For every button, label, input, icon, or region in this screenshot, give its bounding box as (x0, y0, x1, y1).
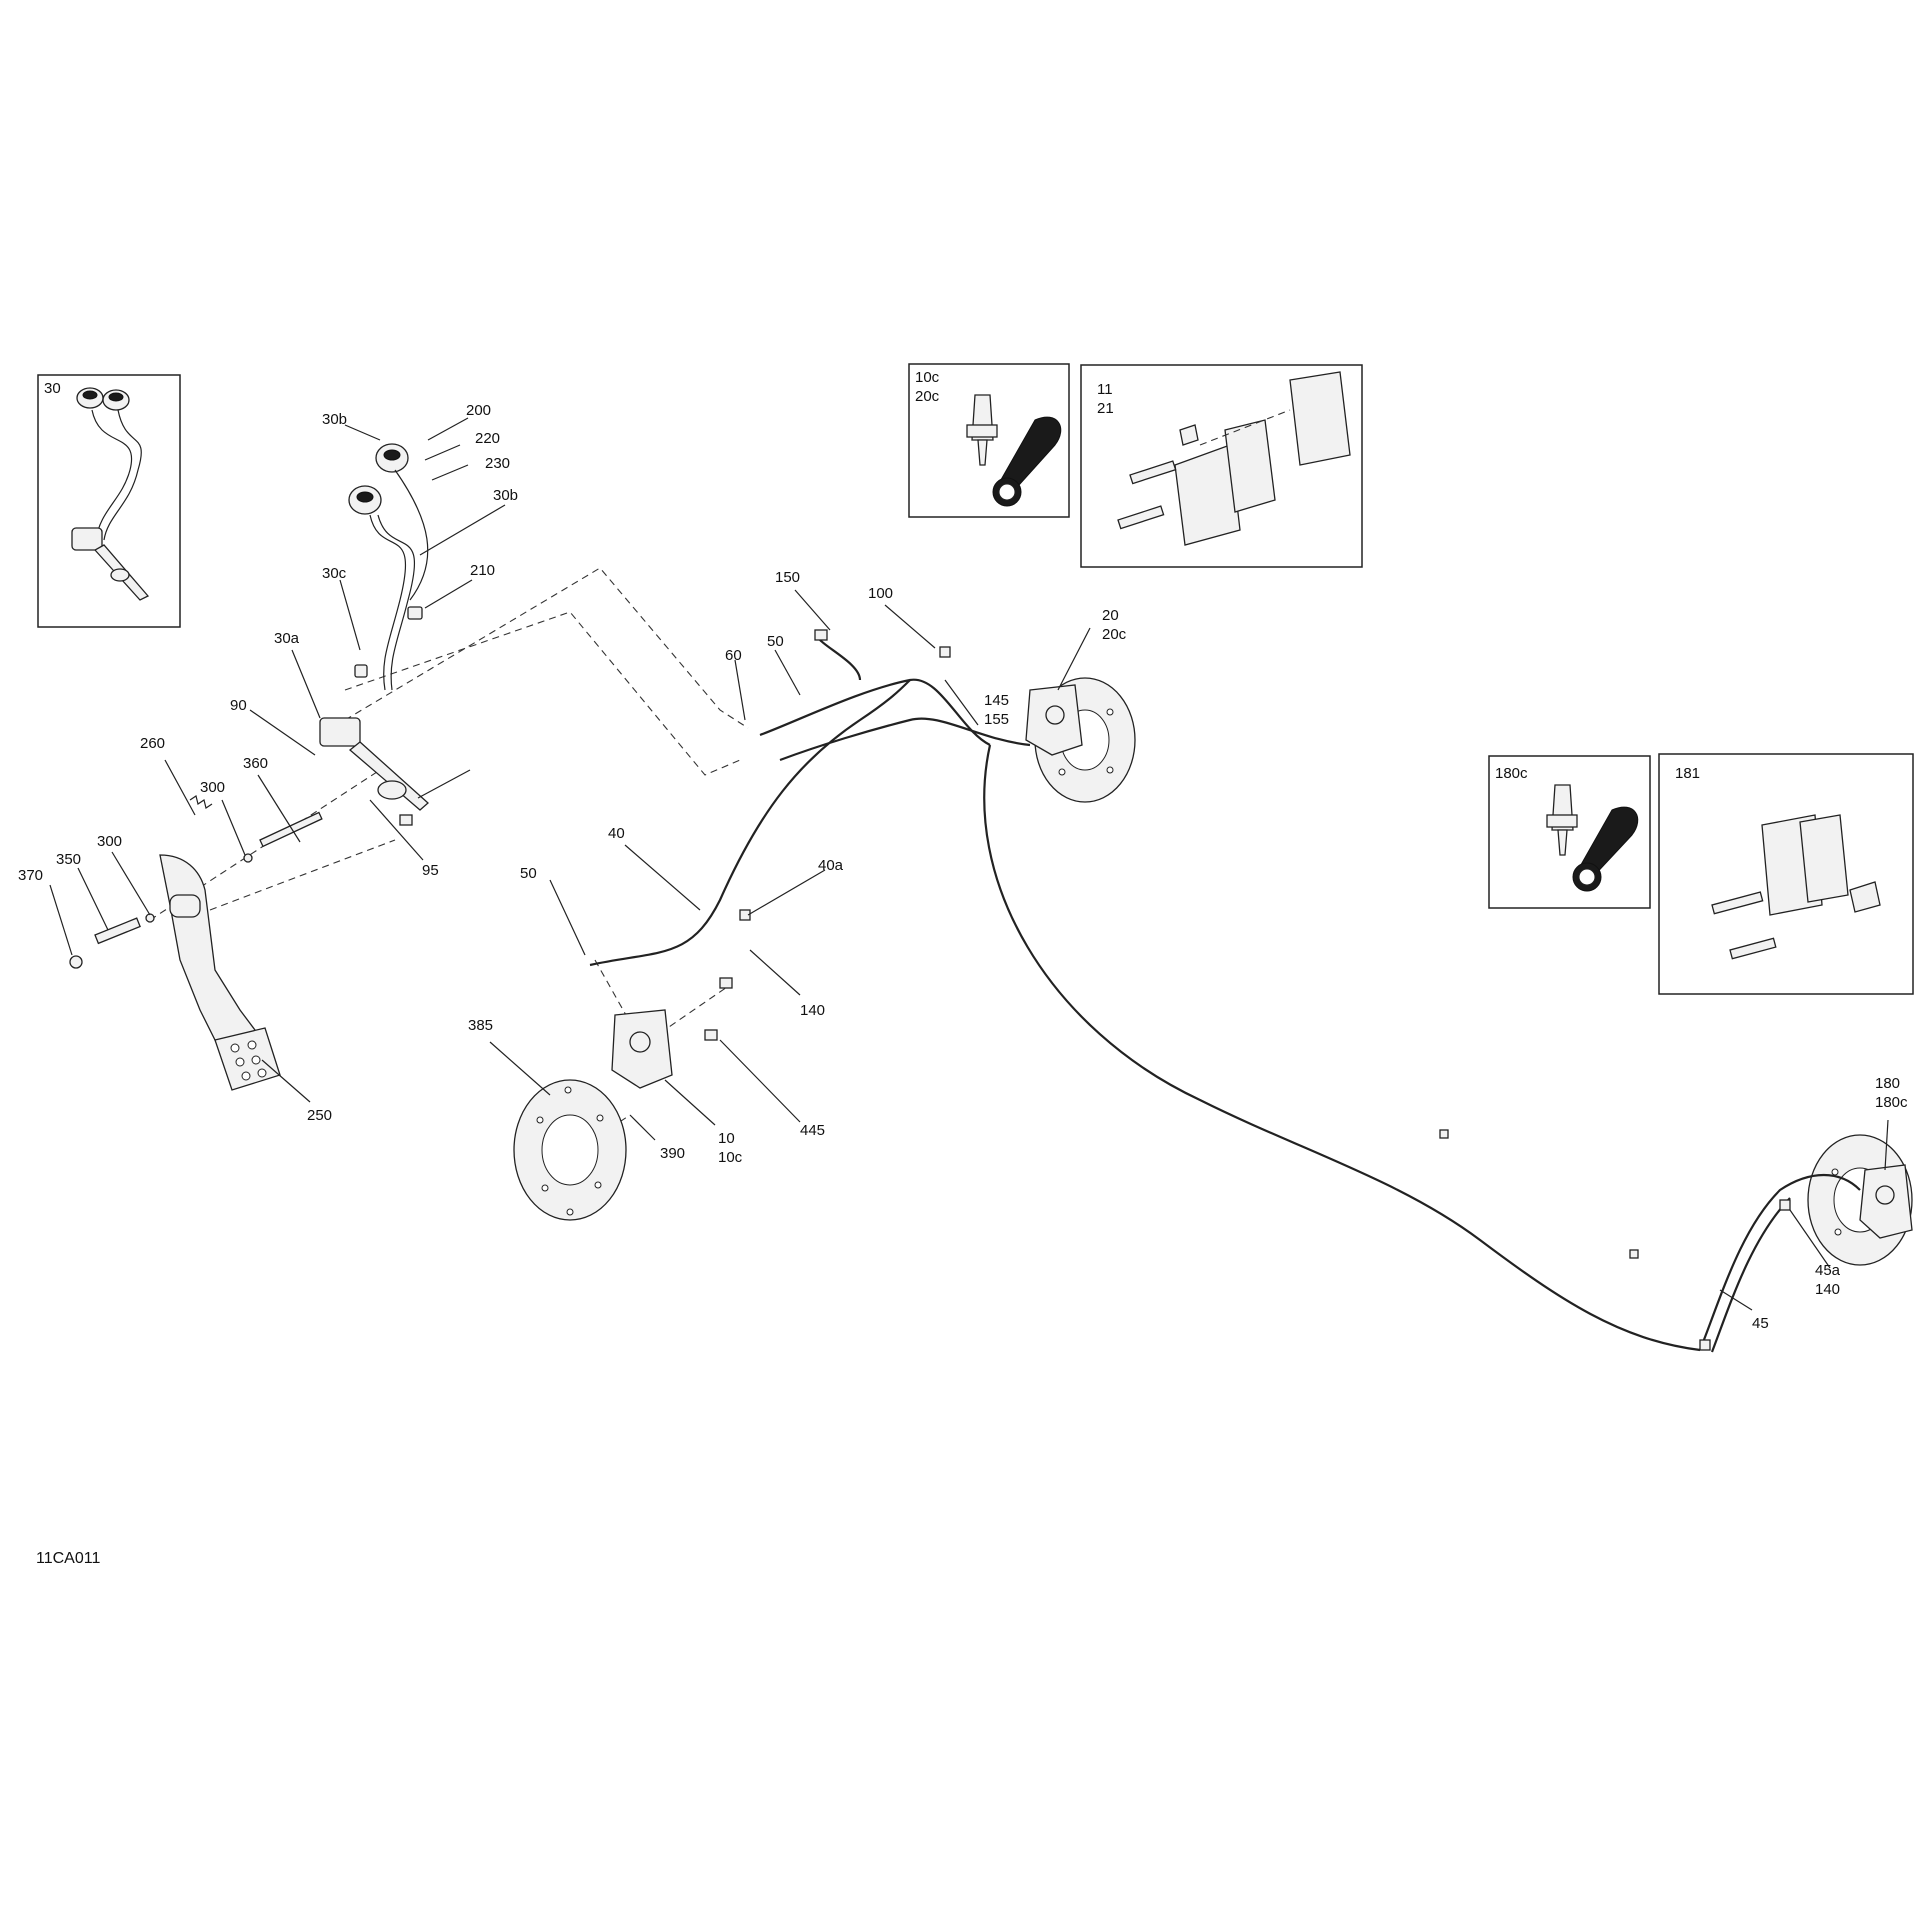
callout-45: 45 (1752, 1315, 1769, 1332)
callout-350: 350 (56, 851, 81, 868)
brake-hoses (589, 629, 1861, 1353)
callout-260: 260 (140, 735, 165, 752)
callout-40: 40 (608, 825, 625, 842)
inset-label-30: 30 (44, 380, 61, 397)
inset-label-20c: 20c (915, 388, 940, 405)
callout-230: 230 (485, 455, 510, 472)
diagram-reference-code: 11CA011 (36, 1550, 100, 1567)
callout-210: 210 (470, 562, 495, 579)
inset-brake-pads-rear: 181 (1658, 753, 1914, 995)
callout-180: 180 (1875, 1075, 1900, 1092)
inset-master-cylinder: 30 (37, 374, 181, 628)
callout-140-right: 140 (1815, 1281, 1840, 1298)
callout-90: 90 (230, 697, 247, 714)
callout-60: 60 (725, 647, 742, 664)
callout-45a: 45a (1815, 1262, 1841, 1279)
callout-30a: 30a (274, 630, 300, 647)
callout-10c: 10c (718, 1149, 743, 1166)
callout-20c: 20c (1102, 626, 1127, 643)
callout-145: 145 (984, 692, 1009, 709)
inset-label-181: 181 (1675, 765, 1700, 782)
callout-385: 385 (468, 1017, 493, 1034)
callout-155: 155 (984, 711, 1009, 728)
callout-140-mid: 140 (800, 1002, 825, 1019)
callout-100: 100 (868, 585, 893, 602)
callout-445: 445 (800, 1122, 825, 1139)
callout-300-a: 300 (200, 779, 225, 796)
callout-20: 20 (1102, 607, 1119, 624)
callout-10: 10 (718, 1130, 735, 1147)
inset-label-180c: 180c (1495, 765, 1528, 782)
callout-40a: 40a (818, 857, 844, 874)
front-right-caliper-disc (1025, 677, 1136, 803)
callout-labels: 30b 200 220 230 30b 30c 210 30a 90 260 3… (18, 402, 1908, 1332)
callout-50-top: 50 (767, 633, 784, 650)
callout-30b-top: 30b (322, 411, 347, 428)
callout-150: 150 (775, 569, 800, 586)
callout-180c: 180c (1875, 1094, 1908, 1111)
callout-390: 390 (660, 1145, 685, 1162)
inset-label-21: 21 (1097, 400, 1114, 417)
callout-50-mid: 50 (520, 865, 537, 882)
callout-95: 95 (422, 862, 439, 879)
callout-30b-right: 30b (493, 487, 518, 504)
callout-30c: 30c (322, 565, 347, 582)
callout-200: 200 (466, 402, 491, 419)
rear-caliper-disc (1807, 1134, 1913, 1266)
front-left-caliper-disc (513, 977, 733, 1221)
callout-300-b: 300 (97, 833, 122, 850)
callout-220: 220 (475, 430, 500, 447)
callout-360: 360 (243, 755, 268, 772)
inset-label-11: 11 (1097, 381, 1113, 398)
callout-250: 250 (307, 1107, 332, 1124)
inset-bleeder-rear: 180c (1488, 755, 1651, 909)
brake-pedal (69, 795, 323, 1091)
leader-lines (49, 417, 1889, 1311)
inset-brake-pads-front: 11 21 (1080, 364, 1363, 568)
callout-370: 370 (18, 867, 43, 884)
inset-bleeder-front: 10c 20c (908, 363, 1070, 518)
master-cylinder-assembly (319, 443, 471, 826)
inset-label-10c: 10c (915, 369, 940, 386)
